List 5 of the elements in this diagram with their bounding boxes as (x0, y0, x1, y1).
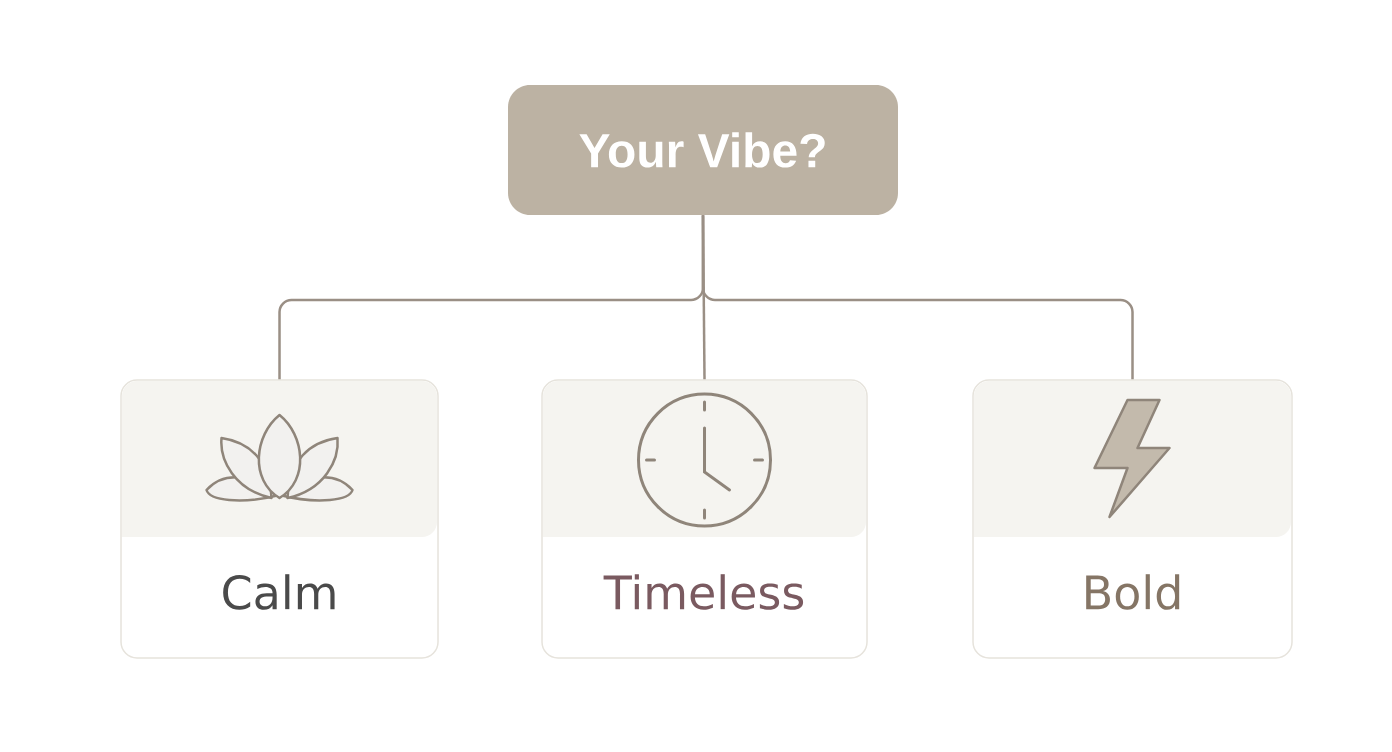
question-box: Your Vibe? (508, 85, 898, 215)
option-card: Calm (120, 379, 439, 659)
option-card: Timeless (541, 379, 868, 659)
connector-line (701, 215, 1134, 380)
option-card: Bold (972, 379, 1293, 659)
